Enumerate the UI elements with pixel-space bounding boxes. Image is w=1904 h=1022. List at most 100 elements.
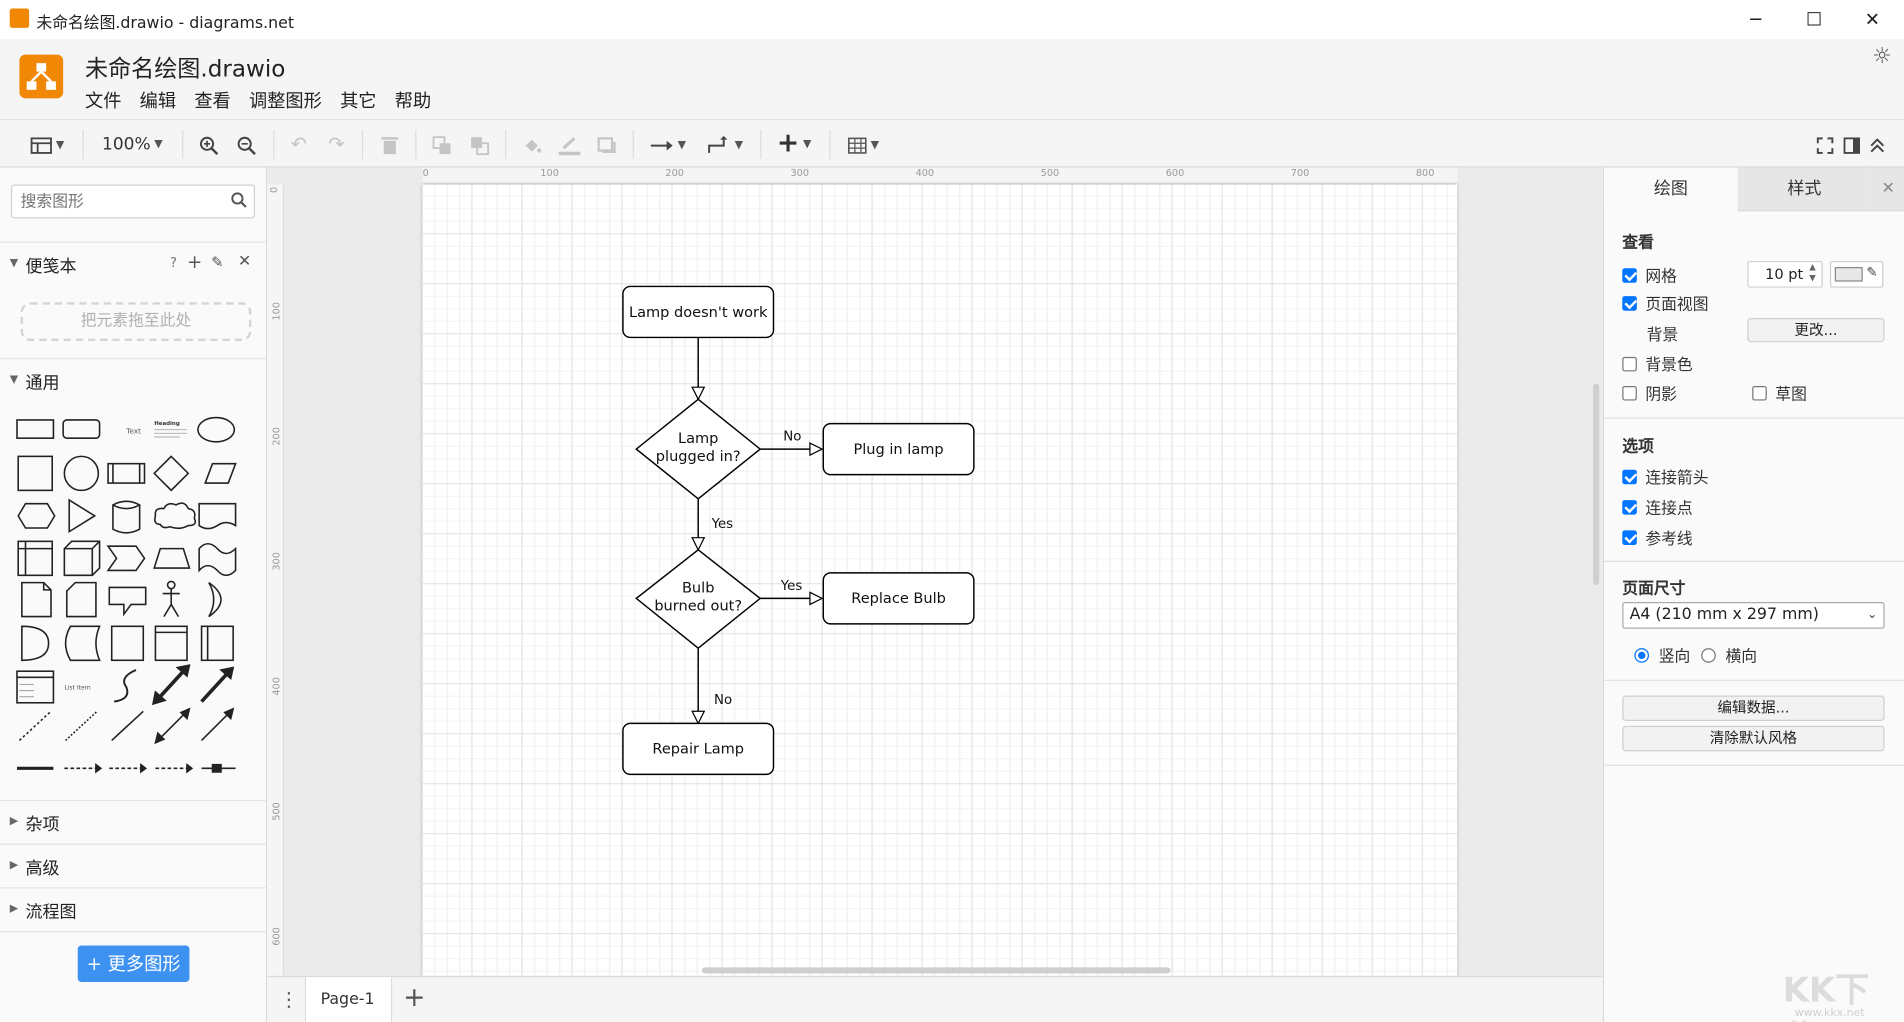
toolbar: ▼ 100%▼ ↶ ↷ bbox=[0, 118, 1904, 168]
tab-style[interactable]: 样式 bbox=[1737, 167, 1872, 212]
landscape-option[interactable]: 横向 bbox=[1701, 643, 1757, 666]
menu-help[interactable]: 帮助 bbox=[394, 89, 432, 112]
pages-menu-icon[interactable]: ⋮ bbox=[279, 988, 299, 1012]
menu-extras[interactable]: 其它 bbox=[340, 89, 377, 112]
misc-section[interactable]: ▶ 杂项 bbox=[0, 799, 266, 844]
landscape-radio[interactable] bbox=[1701, 647, 1716, 663]
collapse-icon[interactable] bbox=[1864, 130, 1891, 159]
zoom-select[interactable]: 100%▼ bbox=[102, 134, 163, 155]
shape-square bbox=[17, 455, 54, 492]
connection-points-checkbox[interactable] bbox=[1622, 499, 1637, 515]
shape-tape bbox=[198, 542, 237, 577]
menu-view[interactable]: 查看 bbox=[194, 89, 231, 112]
page-view-option[interactable]: 页面视图 bbox=[1622, 291, 1709, 314]
shadow-icon[interactable] bbox=[593, 130, 622, 159]
portrait-option[interactable]: 竖向 bbox=[1634, 643, 1690, 666]
connection-arrows-checkbox[interactable] bbox=[1622, 469, 1637, 484]
eyedropper-icon[interactable]: ✎ bbox=[1866, 264, 1878, 281]
waypoints-icon[interactable]: ▼ bbox=[701, 130, 750, 159]
diagram-canvas[interactable]: 0 100 200 300 400 500 600 700 800 0 100 … bbox=[267, 167, 1603, 976]
shape-square-2 bbox=[110, 625, 145, 662]
search-icon[interactable] bbox=[231, 192, 247, 213]
format-panel-icon[interactable] bbox=[1838, 130, 1865, 159]
connection-points-label: 连接点 bbox=[1645, 500, 1693, 519]
node-lamp-doesnt-work bbox=[622, 285, 775, 339]
shape-hexagon bbox=[17, 502, 56, 529]
shadow-option[interactable]: 阴影 bbox=[1622, 381, 1677, 404]
vertical-scrollbar[interactable] bbox=[1593, 383, 1600, 586]
grid-size-value: 10 pt bbox=[1765, 265, 1804, 283]
more-shapes-button[interactable]: + 更多图形 bbox=[77, 945, 190, 982]
flowchart-section[interactable]: ▶ 流程图 bbox=[0, 887, 266, 931]
tab-diagram[interactable]: 绘图 bbox=[1604, 167, 1738, 212]
to-front-icon[interactable] bbox=[427, 130, 456, 159]
delete-icon[interactable] bbox=[375, 130, 404, 159]
clear-default-style-button[interactable]: 清除默认风格 bbox=[1622, 725, 1885, 752]
close-window-button[interactable]: ✕ bbox=[1864, 8, 1881, 31]
ruler-tick: 400 bbox=[915, 167, 935, 179]
scratchpad-edit-icon[interactable]: ✎ bbox=[211, 253, 224, 271]
shadow-checkbox[interactable] bbox=[1622, 385, 1637, 400]
portrait-radio[interactable] bbox=[1634, 647, 1649, 663]
sidebar-toggle-icon[interactable]: ▼ bbox=[24, 130, 70, 159]
table-icon[interactable]: ▼ bbox=[840, 130, 886, 159]
scratchpad-dropzone[interactable]: 把元素拖至此处 bbox=[20, 302, 252, 342]
change-background-button[interactable]: 更改... bbox=[1747, 318, 1885, 343]
grid-option[interactable]: 网格 bbox=[1622, 263, 1677, 286]
shape-search-input[interactable] bbox=[12, 185, 219, 218]
insert-icon[interactable]: +▼ bbox=[776, 128, 812, 160]
grid-size-spinner[interactable]: ▲▼ bbox=[1809, 262, 1816, 283]
fill-color-icon[interactable] bbox=[517, 130, 546, 159]
drawing-page[interactable]: Lamp doesn't work Lamp plugged in? Plug … bbox=[422, 184, 1458, 976]
page-tab[interactable]: Page-1 ▲ bbox=[304, 977, 393, 1022]
general-section[interactable]: ▼ 通用 bbox=[0, 358, 266, 402]
guides-checkbox[interactable] bbox=[1622, 529, 1637, 545]
page-view-checkbox[interactable] bbox=[1622, 295, 1637, 311]
redo-icon[interactable]: ↷ bbox=[328, 132, 345, 156]
menu-file[interactable]: 文件 bbox=[85, 89, 122, 112]
to-back-icon[interactable] bbox=[465, 130, 494, 159]
background-color-checkbox[interactable] bbox=[1622, 356, 1637, 371]
edit-data-button[interactable]: 编辑数据... bbox=[1622, 695, 1885, 721]
undo-icon[interactable]: ↶ bbox=[290, 132, 307, 156]
node-replace-bulb bbox=[822, 572, 975, 625]
scratchpad-add-icon[interactable]: + bbox=[187, 251, 203, 274]
shape-ellipse bbox=[197, 416, 236, 443]
grid-checkbox[interactable] bbox=[1622, 267, 1637, 283]
menu-edit[interactable]: 编辑 bbox=[139, 89, 177, 112]
close-panel-icon[interactable]: ✕ bbox=[1871, 167, 1904, 212]
ruler-tick: 700 bbox=[1290, 167, 1310, 179]
horizontal-ruler: 0 100 200 300 400 500 600 700 800 bbox=[422, 167, 1458, 185]
document-title[interactable]: 未命名绘图.drawio bbox=[85, 55, 286, 83]
maximize-button[interactable]: ☐ bbox=[1805, 8, 1823, 31]
scratchpad-help-icon[interactable]: ? bbox=[170, 254, 178, 271]
grid-size-input[interactable]: 10 pt bbox=[1747, 260, 1823, 288]
zoom-out-icon[interactable] bbox=[232, 130, 261, 159]
scratchpad-close-icon[interactable]: ✕ bbox=[238, 252, 252, 271]
connection-points-option[interactable]: 连接点 bbox=[1622, 495, 1693, 519]
horizontal-scrollbar[interactable] bbox=[701, 967, 1171, 974]
guides-option[interactable]: 参考线 bbox=[1622, 526, 1693, 549]
zoom-in-icon[interactable] bbox=[194, 130, 223, 159]
label-replace-bulb: Replace Bulb bbox=[851, 590, 946, 607]
shape-connector-box bbox=[201, 763, 236, 773]
connection-icon[interactable]: ▼ bbox=[644, 130, 693, 159]
theme-toggle-icon[interactable]: ☼ bbox=[1872, 43, 1892, 70]
sketch-option[interactable]: 草图 bbox=[1752, 381, 1807, 404]
line-color-icon[interactable] bbox=[555, 130, 584, 159]
connection-arrows-option[interactable]: 连接箭头 bbox=[1622, 465, 1709, 488]
advanced-section[interactable]: ▶ 高级 bbox=[0, 843, 266, 888]
scratchpad-section[interactable]: ▼ 便笺本 ? + ✎ ✕ bbox=[0, 241, 266, 286]
background-color-option[interactable]: 背景色 bbox=[1622, 352, 1693, 375]
shape-circle bbox=[63, 455, 100, 492]
grid-color-picker[interactable]: ✎ bbox=[1829, 260, 1884, 288]
sketch-checkbox[interactable] bbox=[1752, 385, 1767, 400]
menu-arrange[interactable]: 调整图形 bbox=[248, 89, 322, 112]
add-page-icon[interactable]: + bbox=[403, 983, 426, 1014]
connection-arrows-label: 连接箭头 bbox=[1645, 469, 1709, 488]
minimize-button[interactable]: ─ bbox=[1750, 8, 1762, 31]
sketch-label: 草图 bbox=[1775, 385, 1807, 405]
ruler-tick: 100 bbox=[540, 167, 559, 179]
fullscreen-icon[interactable] bbox=[1812, 130, 1839, 159]
page-size-select[interactable]: A4 (210 mm x 297 mm) ⌄ bbox=[1622, 602, 1885, 629]
